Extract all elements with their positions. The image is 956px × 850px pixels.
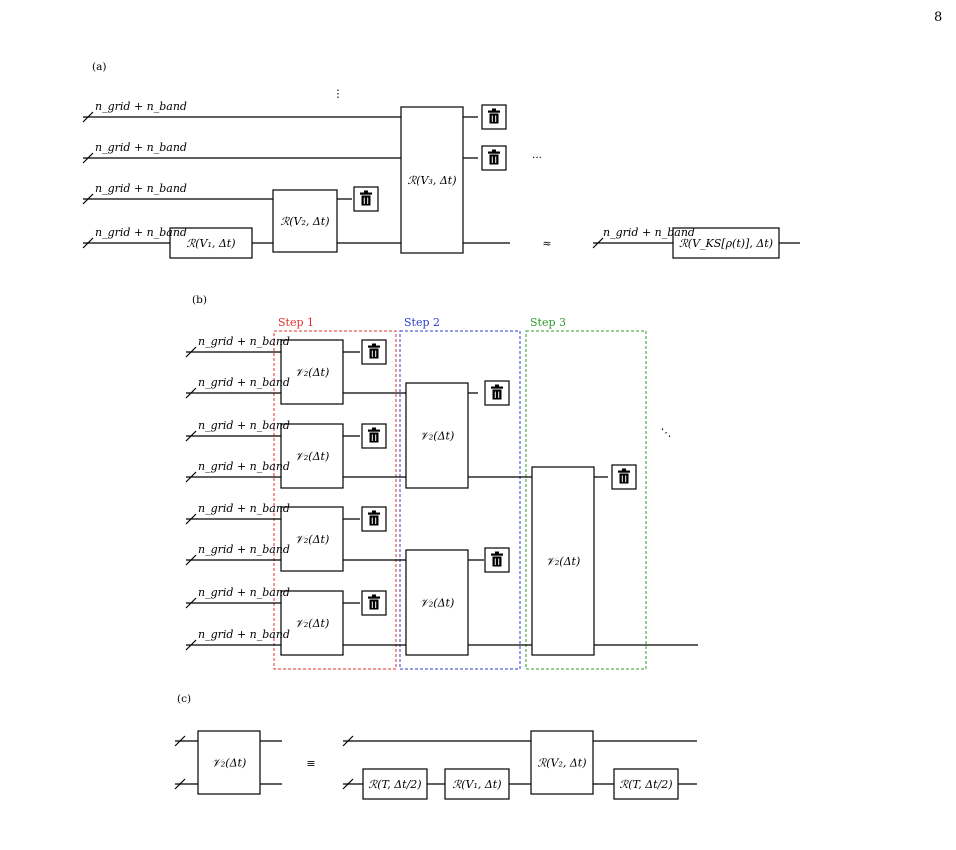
step-2-box xyxy=(399,330,521,670)
wire-label: n_grid + n_band xyxy=(198,460,290,473)
wire-label: n_grid + n_band xyxy=(198,543,290,556)
trash-icon xyxy=(367,343,381,359)
wire-label: n_grid + n_band xyxy=(95,100,187,113)
gate-rt-half-1 xyxy=(362,768,428,800)
gate-rt-half-2-label: ℛ(T, Δt/2) xyxy=(619,778,672,791)
gate-rks xyxy=(672,227,780,259)
gate-v2-step2-2 xyxy=(405,549,469,656)
gate-r2-label: ℛ(V₂, Δt) xyxy=(280,215,329,228)
trash-icon xyxy=(367,510,381,526)
trash-icon xyxy=(490,551,504,567)
gate-v2-step2-1 xyxy=(405,382,469,489)
diagonal-ellipsis: ⋱ xyxy=(661,427,672,439)
gate-r1 xyxy=(169,227,253,259)
approx-symbol: ≈ xyxy=(542,237,551,250)
vertical-ellipsis: ⋮ xyxy=(333,88,344,100)
trash-icon xyxy=(367,594,381,610)
step-3-label: Step 3 xyxy=(530,316,566,329)
trash-icon xyxy=(487,108,501,124)
panel-a-label: (a) xyxy=(92,61,106,73)
gate-rv2 xyxy=(530,730,594,795)
gate-v2-lhs-label: 𝒱₂(Δt) xyxy=(212,757,247,770)
gate-v2-step1-3-label: 𝒱₂(Δt) xyxy=(295,533,330,546)
gate-r3-label: ℛ(V₃, Δt) xyxy=(407,174,456,187)
gate-rv2-label: ℛ(V₂, Δt) xyxy=(537,757,586,770)
gate-v2-step1-1 xyxy=(280,339,344,405)
step-1-label: Step 1 xyxy=(278,316,314,329)
gate-v2-step1-4 xyxy=(280,590,344,656)
gate-v2-step1-2-label: 𝒱₂(Δt) xyxy=(295,450,330,463)
gate-v2-step2-1-label: 𝒱₂(Δt) xyxy=(420,430,455,443)
trash-icon xyxy=(617,468,631,484)
wire-label: n_grid + n_band xyxy=(198,419,290,432)
wire-label: n_grid + n_band xyxy=(198,628,290,641)
wire-label: n_grid + n_band xyxy=(198,502,290,515)
step-1-box xyxy=(273,330,397,670)
step-2-label: Step 2 xyxy=(404,316,440,329)
gate-r1-label: ℛ(V₁, Δt) xyxy=(186,237,235,250)
gate-rv1-label: ℛ(V₁, Δt) xyxy=(452,778,501,791)
trash-icon xyxy=(359,190,373,206)
trash-icon xyxy=(367,427,381,443)
gate-v2-step2-2-label: 𝒱₂(Δt) xyxy=(420,597,455,610)
wire-label: n_grid + n_band xyxy=(198,376,290,389)
wire-label: n_grid + n_band xyxy=(95,226,187,239)
gate-v2-step1-4-label: 𝒱₂(Δt) xyxy=(295,617,330,630)
trash-icon xyxy=(487,149,501,165)
trash-icon xyxy=(490,384,504,400)
panel-c-label: (c) xyxy=(177,693,191,705)
equiv-symbol: ≡ xyxy=(306,757,315,770)
page-number: 8 xyxy=(934,10,943,25)
gate-rks-label: ℛ(V_KS[ρ(t)], Δt) xyxy=(679,237,773,250)
gate-r2 xyxy=(272,189,338,253)
gate-v2-lhs xyxy=(197,730,261,795)
gate-v2-step3-label: 𝒱₂(Δt) xyxy=(546,555,581,568)
gate-rv1 xyxy=(444,768,510,800)
wire-label: n_grid + n_band xyxy=(95,141,187,154)
wire-label: n_grid + n_band xyxy=(198,586,290,599)
gate-v2-step1-3 xyxy=(280,506,344,572)
wire-label: n_grid + n_band xyxy=(603,226,695,239)
horizontal-ellipsis: ··· xyxy=(532,152,542,164)
gate-v2-step1-2 xyxy=(280,423,344,489)
gate-r3 xyxy=(400,106,464,254)
gate-rt-half-2 xyxy=(613,768,679,800)
gate-rt-half-1-label: ℛ(T, Δt/2) xyxy=(368,778,421,791)
wire-label: n_grid + n_band xyxy=(95,182,187,195)
panel-b-label: (b) xyxy=(192,294,207,306)
step-3-box xyxy=(525,330,647,670)
gate-v2-step3 xyxy=(531,466,595,656)
wire-label: n_grid + n_band xyxy=(198,335,290,348)
gate-v2-step1-1-label: 𝒱₂(Δt) xyxy=(295,366,330,379)
